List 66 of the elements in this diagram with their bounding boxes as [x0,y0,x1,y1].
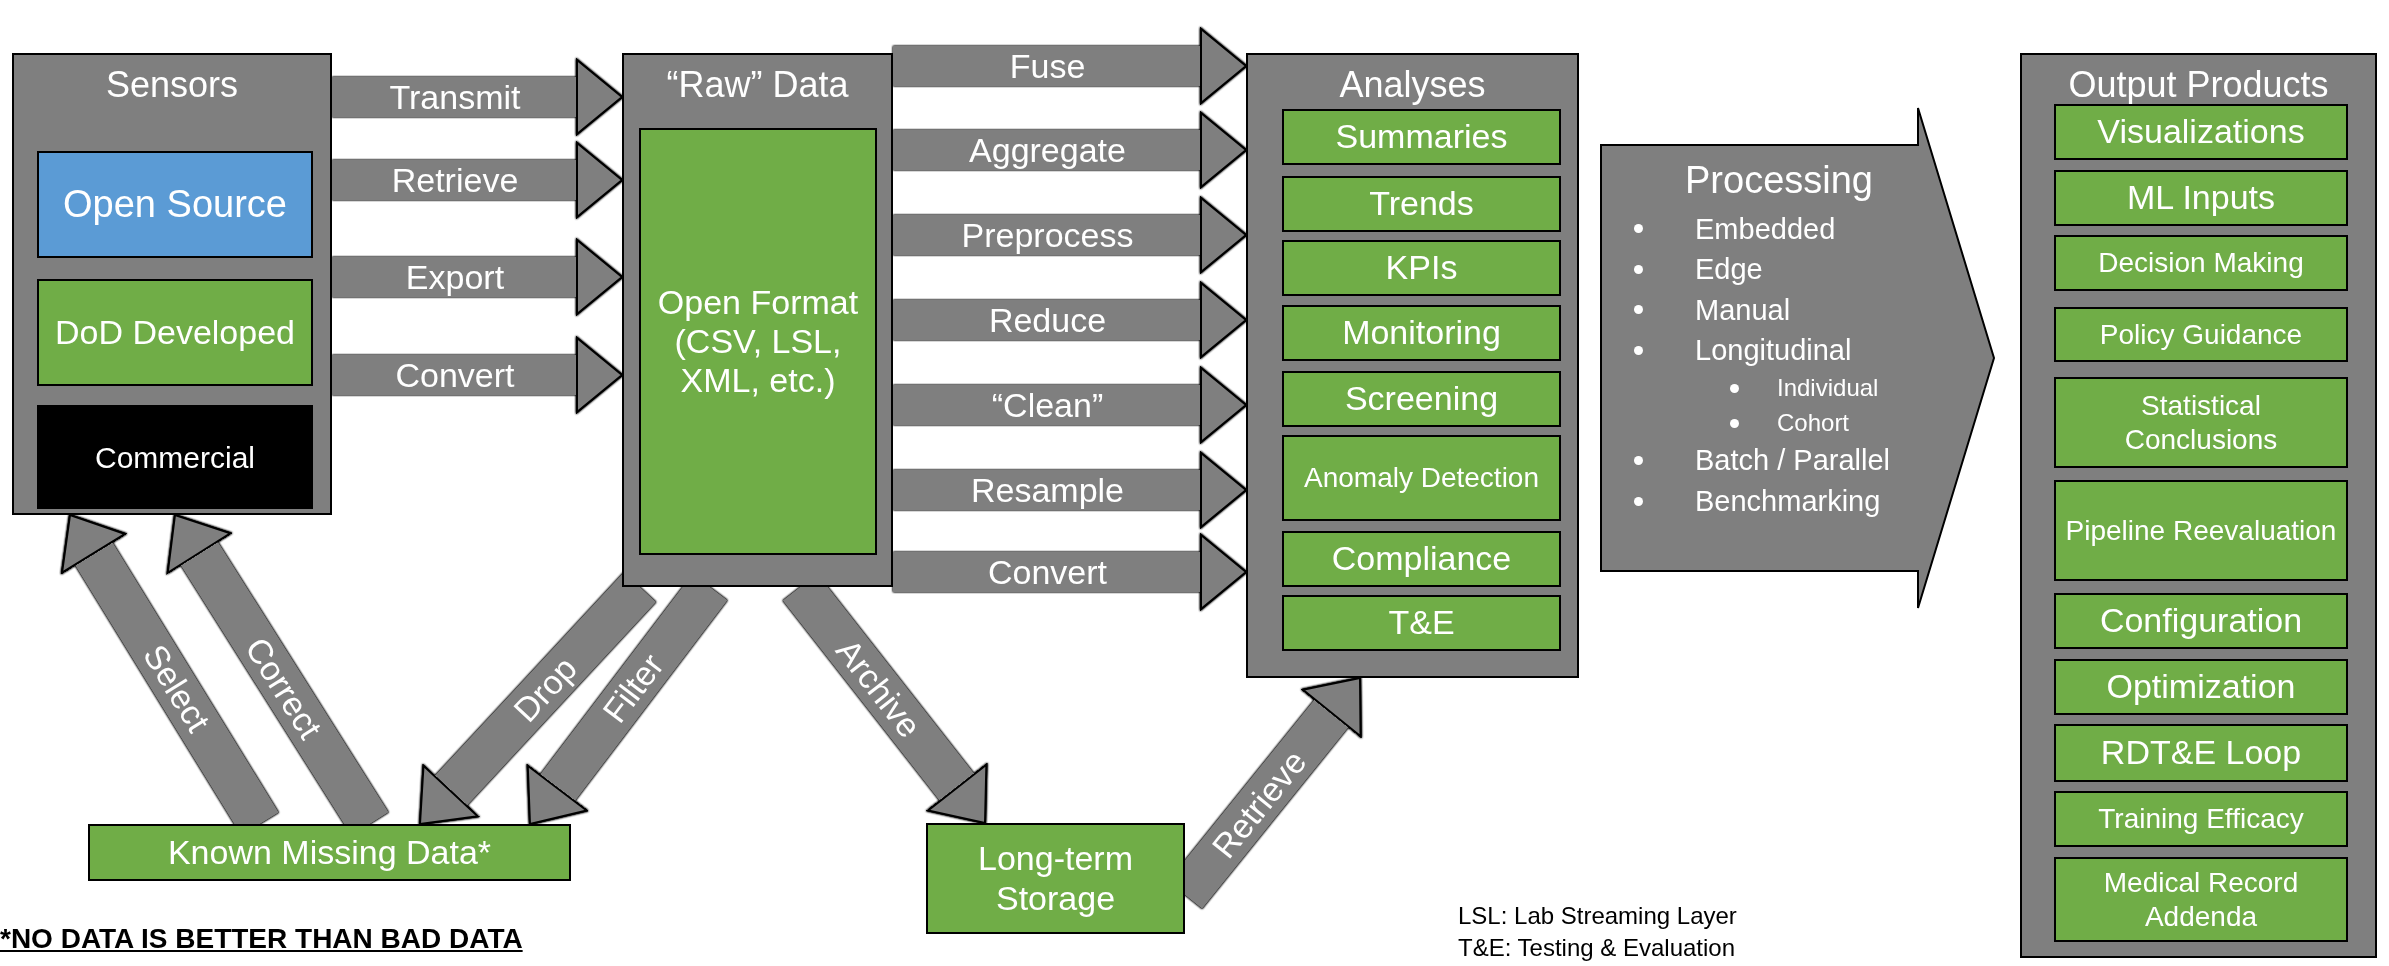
edge-label: Convert [395,358,515,392]
category-box: Screening [1282,371,1561,427]
category-box: Policy Guidance [2054,307,2348,362]
panel-heading: Analyses [1339,63,1486,107]
block-arrow [332,239,623,315]
block-arrow [332,142,623,218]
category-box: Trends [1282,176,1561,232]
category-box: T&E [1282,595,1561,651]
category-box: Decision Making [2054,235,2348,291]
category-box: Statistical Conclusions [2054,377,2348,468]
category-box: Long-term Storage [926,823,1185,934]
list-item: Manual [1695,292,1791,328]
category-box: Compliance [1282,531,1561,587]
panel-heading: “Raw” Data [666,63,849,107]
category-box: Summaries [1282,109,1561,165]
edge-label: Convert [987,555,1108,589]
category-box: Open Source [37,151,313,258]
block-arrow [893,112,1247,188]
category-box: Pipeline Reevaluation [2054,480,2348,581]
edge-label: Retrieve [391,163,519,197]
panel-heading: Output Products [2068,63,2329,107]
edge-label: Transmit [389,80,521,114]
group-panel [1246,53,1579,678]
block-arrow [893,282,1247,358]
list-item: Edge [1695,252,1763,288]
category-box: Training Efficacy [2054,791,2348,847]
edge-label: Reduce [988,303,1107,337]
category-box: Anomaly Detection [1282,435,1561,521]
list-item: Cohort [1777,407,1850,438]
list-item: Batch / Parallel [1695,443,1891,479]
block-arrow [332,337,623,413]
note-text: T&E: Testing & Evaluation [1458,933,1736,963]
block-arrow [893,452,1247,528]
edge-label: “Clean” [991,388,1104,422]
group-panel [12,53,332,515]
edge-label: Preprocess [961,218,1134,252]
list-item: Longitudinal [1695,333,1852,369]
category-box: Open Format (CSV, LSL, XML, etc.) [639,128,877,555]
panel-heading: Sensors [105,63,239,107]
block-arrow [893,367,1247,443]
category-box: Known Missing Data* [88,824,571,881]
category-box: Configuration [2054,593,2348,649]
block-arrow [893,28,1247,104]
edge-label: Resample [970,473,1125,507]
list-item: Benchmarking [1695,484,1881,520]
category-box: Visualizations [2054,104,2348,160]
list-item: Individual [1777,372,1879,403]
category-box: Optimization [2054,659,2348,715]
category-box: RDT&E Loop [2054,724,2348,782]
category-box: ML Inputs [2054,170,2348,226]
category-box: DoD Developed [37,279,313,386]
note-text: LSL: Lab Streaming Layer [1458,901,1737,931]
block-arrow [893,534,1247,610]
category-box: Monitoring [1282,305,1561,361]
group-panel [2020,53,2377,958]
category-box: Medical Record Addenda [2054,857,2348,942]
category-box: KPIs [1282,240,1561,296]
category-box: Commercial [37,405,313,509]
block-arrow [332,59,623,135]
edge-label: Export [405,260,505,294]
list-item: Embedded [1695,211,1836,247]
group-panel [622,53,893,587]
edge-label: Aggregate [969,133,1126,167]
heading-text: Processing [1685,158,1873,203]
note-text: *NO DATA IS BETTER THAN BAD DATA [0,922,523,956]
edge-label: Fuse [1009,49,1086,83]
